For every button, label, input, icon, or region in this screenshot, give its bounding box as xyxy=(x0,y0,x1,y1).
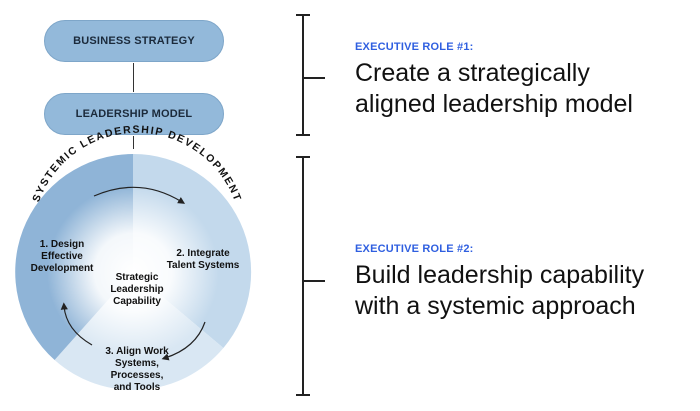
svg-text:Leadership: Leadership xyxy=(110,284,163,295)
bracket-1-spine xyxy=(302,14,304,135)
connector-line xyxy=(133,63,134,92)
step-3-text: 3. Align Work Systems, Processes, and To… xyxy=(105,346,169,393)
bracket-2-pointer xyxy=(303,280,325,282)
executive-role-2-label: EXECUTIVE ROLE #2: xyxy=(355,243,474,255)
svg-text:1. Design: 1. Design xyxy=(40,239,84,250)
leadership-development-diagram: SYSTEMIC LEADERSHIP DEVELOPMENT 1. Desig… xyxy=(15,124,252,393)
leadership-model-box: LEADERSHIP MODEL xyxy=(44,93,224,135)
center-glow xyxy=(47,186,219,358)
executive-role-2-line-1: Build leadership capability xyxy=(355,261,645,289)
executive-role-2-line-2: with a systemic approach xyxy=(355,292,636,320)
cycle-arrow-left xyxy=(60,302,93,346)
svg-text:Systems,: Systems, xyxy=(115,358,159,369)
step-2-text: 2. Integrate Talent Systems xyxy=(167,248,240,271)
svg-text:Strategic: Strategic xyxy=(116,272,159,283)
step-1-text: 1. Design Effective Development xyxy=(31,239,94,274)
svg-text:Effective: Effective xyxy=(41,251,83,262)
executive-role-2-text: Build leadership capability with a syste… xyxy=(355,260,644,322)
executive-role-1-line-2: aligned leadership model xyxy=(355,90,633,118)
bracket-1-bottom xyxy=(296,134,310,136)
bracket-2-spine xyxy=(302,156,304,395)
business-strategy-label: BUSINESS STRATEGY xyxy=(73,35,195,47)
executive-role-1-label: EXECUTIVE ROLE #1: xyxy=(355,41,474,53)
cycle-arrow-top xyxy=(93,186,186,204)
business-strategy-box: BUSINESS STRATEGY xyxy=(44,20,224,62)
svg-text:3. Align Work: 3. Align Work xyxy=(105,346,169,357)
executive-role-1-line-1: Create a strategically xyxy=(355,59,590,87)
executive-role-1-text: Create a strategically aligned leadershi… xyxy=(355,58,633,120)
cycle-arrow-right xyxy=(161,321,206,361)
svg-text:and Tools: and Tools xyxy=(114,382,161,393)
connector-line xyxy=(133,136,134,149)
leadership-model-label: LEADERSHIP MODEL xyxy=(75,108,193,120)
bracket-1-pointer xyxy=(303,77,325,79)
svg-text:Talent Systems: Talent Systems xyxy=(167,260,240,271)
center-text: Strategic Leadership Capability xyxy=(110,272,163,307)
svg-text:2. Integrate: 2. Integrate xyxy=(176,248,230,259)
svg-text:Development: Development xyxy=(31,263,94,274)
svg-text:Capability: Capability xyxy=(113,296,161,307)
svg-text:Processes,: Processes, xyxy=(111,370,164,381)
bracket-2-bottom xyxy=(296,394,310,396)
